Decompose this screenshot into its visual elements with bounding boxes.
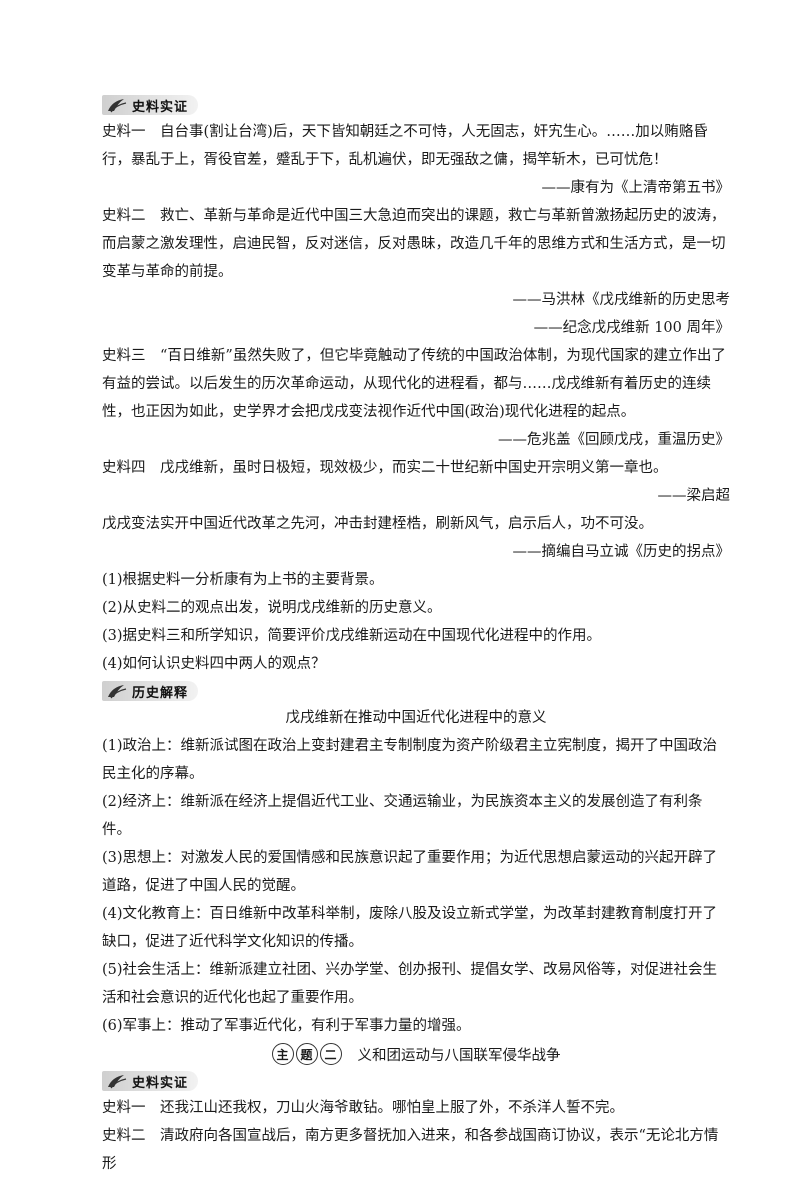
question-2: (2)从史料二的观点出发，说明戊戌维新的历史意义。	[102, 600, 442, 616]
source-4-text: 史料四 戊戌维新，虽时日极短，现效极少，而实二十世纪新中国史开宗明义第一章也。	[102, 460, 668, 476]
source-2-citation-line1: ——马洪林《戊戌维新的历史思考	[512, 292, 731, 308]
question-3: (3)据史料三和所学知识，简要评价戊戌维新运动在中国现代化进程中的作用。	[102, 628, 602, 644]
banner-label: 史料实证	[132, 1075, 189, 1091]
interpretation-point-2: (2)经济上：维新派在经济上提倡近代工业、交通运输业，为民族资本主义的发展创造了…	[102, 794, 703, 838]
topic-badge: 主 题 二	[271, 1043, 342, 1065]
interpretation-point-1: (1)政治上：维新派试图在政治上变封建君主专制制度为资产阶级君主立宪制度，揭开了…	[102, 738, 718, 782]
topic-badge-char: 二	[319, 1043, 342, 1065]
source-4b-text: 戊戌变法实开中国近代改革之先河，冲击封建桎梏，刷新风气，启示后人，功不可没。	[102, 516, 653, 532]
source-2-citation-line2: ——纪念戊戌维新 100 周年》	[533, 320, 730, 336]
source-2-text: 史料二 救亡、革新与革命是近代中国三大急迫而突出的课题，救亡与革新曾激扬起历史的…	[102, 208, 726, 280]
banner-label: 史料实证	[132, 99, 189, 115]
question-4: (4)如何认识史料四中两人的观点？	[102, 656, 326, 672]
pen-icon	[108, 99, 127, 113]
topic-title: 义和团运动与八国联军侵华战争	[357, 1047, 561, 1064]
source-3-text: 史料三 “百日维新”虽然失败了，但它毕竟触动了传统的中国政治体制，为现代国家的建…	[102, 348, 726, 420]
interpretation-point-3: (3)思想上：对激发人民的爱国情感和民族意识起了重要作用；为近代思想启蒙运动的兴…	[102, 850, 718, 894]
topic2-source-2: 史料二 清政府向各国宣战后，南方更多督抚加入进来，和各参战国商订协议，表示“无论…	[102, 1128, 719, 1172]
topic2-source-1: 史料一 还我江山还我权，刀山火海爷敢钻。哪怕皇上服了外，不杀洋人誓不完。	[102, 1100, 624, 1116]
document-page: 史料实证 史料一 自台事(割让台湾)后，天下皆知朝廷之不可恃，人无固志，奸宄生心…	[102, 92, 730, 1178]
interpretation-point-5: (5)社会生活上：维新派建立社团、兴办学堂、创办报刊、提倡女学、改易风俗等，对促…	[102, 962, 718, 1006]
topic-badge-char: 主	[271, 1043, 294, 1065]
interpretation-point-6: (6)军事上：推动了军事近代化，有利于军事力量的增强。	[102, 1018, 471, 1034]
source-4-citation: ——梁启超	[657, 488, 731, 504]
source-4b-citation: ——摘编自马立诚《历史的拐点》	[512, 544, 731, 560]
pen-icon	[108, 685, 127, 699]
interpretation-title: 戊戌维新在推动中国近代化进程中的意义	[285, 710, 547, 726]
section-banner-evidence: 史料实证	[102, 94, 730, 116]
source-3-citation: ——危兆盖《回顾戊戌，重温历史》	[498, 432, 730, 448]
source-1-text: 史料一 自台事(割让台湾)后，天下皆知朝廷之不可恃，人无固志，奸宄生心。……加以…	[102, 124, 708, 168]
question-1: (1)根据史料一分析康有为上书的主要背景。	[102, 572, 384, 588]
banner-label: 历史解释	[132, 685, 189, 701]
topic-heading: 主 题 二 义和团运动与八国联军侵华战争	[102, 1040, 730, 1068]
interpretation-point-4: (4)文化教育上：百日维新中改革科举制，废除八股及设立新式学堂，为改革封建教育制…	[102, 906, 718, 950]
section-banner-interpretation: 历史解释	[102, 680, 730, 702]
source-1-citation: ——康有为《上清帝第五书》	[541, 180, 731, 196]
section-banner-evidence-2: 史料实证	[102, 1070, 730, 1092]
topic-badge-char: 题	[295, 1043, 318, 1065]
pen-icon	[108, 1075, 127, 1089]
